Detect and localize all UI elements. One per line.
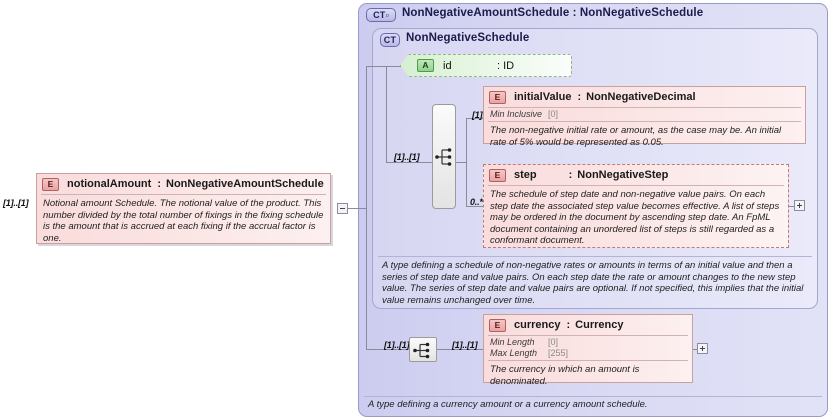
element-badge-icon: E [489,168,506,182]
element-badge-icon: E [42,177,59,191]
connector-to-sequence [386,162,432,163]
currency-out-multiplicity: [1]..[1] [452,340,478,350]
currency-in-multiplicity: [1]..[1] [384,340,410,350]
inner-complex-type-name: NonNegativeSchedule [406,32,530,44]
step-sep: : [568,169,573,181]
initial-value-sep: : [577,91,582,103]
connector-currency-out [437,349,483,350]
currency-facets: Min Length [0] Max Length [255] [484,336,692,360]
initial-value-divider-2 [488,121,801,122]
facet-value: [0] [548,337,559,347]
sequence-icon [435,148,452,166]
complex-type-separator: : [572,7,577,19]
initial-value-documentation: The non-negative initial rate or amount,… [490,125,782,148]
facet-label: Max Length [490,348,538,358]
element-step[interactable]: E step : NonNegativeStep The schedule of… [483,164,789,248]
connector-currency-expander [693,349,698,350]
step-name: step [514,169,537,181]
step-divider [488,185,784,186]
sequence-in-multiplicity: [1]..[1] [394,152,420,162]
connector-spine-inner [386,66,387,163]
attribute-badge-icon: A [417,59,434,72]
element-documentation: Notional amount Schedule. The notional v… [43,198,324,244]
currency-type: Currency [575,319,624,331]
inner-annotation-rule [378,256,812,257]
element-badge-icon: E [489,318,506,332]
step-header: E step : NonNegativeStep [484,165,788,185]
connector-compositor-out [456,162,467,163]
currency-name: currency [514,319,561,331]
ct-badge[interactable]: CT [380,33,400,47]
currency-documentation: The currency in which an amount is denom… [490,364,640,387]
sequence-compositor-schedule[interactable] [432,104,456,209]
connector-to-step [466,206,483,207]
initial-value-type: NonNegativeDecimal [586,91,696,103]
facet-value: [255] [548,348,569,358]
facet-row: Max Length [255] [490,348,686,359]
connector-outer-entry [360,208,367,209]
initial-value-divider [488,107,801,108]
element-divider [41,194,326,195]
complex-type-base: NonNegativeSchedule [579,7,704,19]
facet-value: [0] [548,109,559,119]
connector-step-expander [789,206,795,207]
element-type: NonNegativeAmountSchedule [166,178,324,190]
connector-outer-to-currency [366,349,408,350]
connector-spine-outer [366,66,367,349]
complex-type-name: NonNegativeAmountSchedule [402,7,570,19]
sequence-compositor-currency[interactable] [409,337,437,362]
currency-divider-2 [488,360,688,361]
connector-outer-top [366,66,387,67]
element-currency[interactable]: E currency : Currency Min Length [0] Max… [483,314,693,387]
element-notional-amount[interactable]: E notionalAmount : NonNegativeAmountSche… [36,173,331,244]
inner-complex-type-annotation: A type defining a schedule of non-negati… [382,260,804,306]
connector-root-to-container [348,208,360,209]
element-header: E notionalAmount : NonNegativeAmountSche… [37,174,330,194]
plus-expander-currency[interactable] [697,343,708,354]
connector-to-initial-value [466,118,483,119]
connector-to-attribute [386,66,401,67]
currency-header: E currency : Currency [484,315,692,335]
currency-sep: : [566,319,571,331]
facet-label: Min Inclusive [490,109,543,119]
facet-row: Min Inclusive [0] [490,109,799,120]
initial-value-name: initialValue [514,91,572,103]
complex-type-title: NonNegativeAmountSchedule : NonNegativeS… [402,7,703,19]
initial-value-facets: Min Inclusive [0] [484,108,805,121]
step-type: NonNegativeStep [577,169,669,181]
ct-plus-badge[interactable]: CT▫ [366,8,396,22]
element-name: notionalAmount [67,178,152,190]
complex-type-annotation: A type defining a currency amount or a c… [368,399,648,410]
element-type-sep: : [157,178,161,190]
attribute-id[interactable]: A id : ID [400,54,572,77]
root-multiplicity: [1]..[1] [3,198,29,208]
facet-row: Min Length [0] [490,337,686,348]
step-documentation: The schedule of step date and non-negati… [490,189,780,246]
currency-divider [488,335,688,336]
facet-label: Min Length [490,337,535,347]
outer-annotation-rule [364,396,822,397]
sequence-icon [413,342,430,359]
attribute-name: id [443,59,452,72]
step-multiplicity: 0..* [470,197,483,207]
element-initial-value[interactable]: E initialValue : NonNegativeDecimal Min … [483,86,806,148]
initial-value-header: E initialValue : NonNegativeDecimal [484,87,805,107]
minus-expander-notional-amount[interactable] [337,203,348,214]
element-badge-icon: E [489,90,506,104]
plus-expander-step[interactable] [794,200,805,211]
attribute-type: : ID [497,59,515,72]
